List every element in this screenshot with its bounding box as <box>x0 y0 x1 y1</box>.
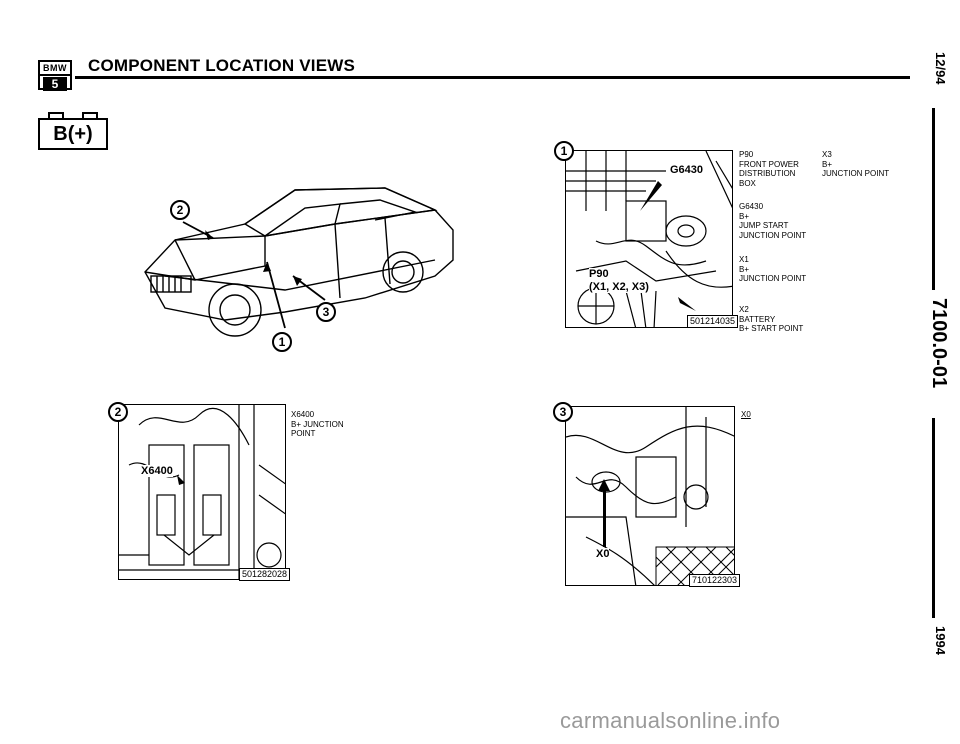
caption-line: B+ <box>739 264 750 274</box>
battery-icon: B(+) <box>38 112 108 150</box>
caption-line: BATTERY <box>739 314 776 324</box>
watermark: carmanualsonline.info <box>560 708 781 733</box>
label-p90: P90 <box>589 268 609 280</box>
caption-line: JUNCTION POINT <box>822 169 890 178</box>
caption-g6430: G6430 B+ JUMP START JUNCTION POINT <box>739 202 806 240</box>
caption-x2: X2 BATTERY B+ START POINT <box>739 305 803 334</box>
caption-x0: X0 <box>741 410 751 420</box>
side-rule-bottom <box>932 418 935 618</box>
side-rule-top <box>932 108 935 290</box>
caption-x3: X3 B+ JUNCTION POINT <box>822 150 889 179</box>
panel2-callout: 2 <box>108 402 128 422</box>
caption-p90: P90 FRONT POWER DISTRIBUTION BOX <box>739 150 799 188</box>
page-title: COMPONENT LOCATION VIEWS <box>88 56 356 75</box>
caption-line: B+ START POINT <box>739 324 804 333</box>
engine-bay-photo-3 <box>566 407 734 585</box>
side-code: 7100.0-01 <box>928 298 950 389</box>
caption-line: BOX <box>739 178 756 188</box>
caption-line: X2 <box>739 305 749 314</box>
car-callout-3: 3 <box>316 302 336 322</box>
caption-x1: X1 B+ JUNCTION POINT <box>739 255 806 284</box>
caption-line: X3 <box>822 150 832 159</box>
photo-id-2: 501282028 <box>239 568 291 581</box>
caption-line: B+ JUNCTION <box>291 419 344 429</box>
bmw-logo: BMW 5 <box>38 60 72 91</box>
side-date: 12/94 <box>933 52 948 85</box>
car-overview <box>135 180 465 360</box>
caption-line: G6430 <box>739 202 764 211</box>
caption-line: DISTRIBUTION <box>739 169 796 178</box>
caption-line: JUMP START <box>739 221 789 230</box>
photo-panel-3 <box>565 406 735 586</box>
caption-line: POINT <box>291 429 316 438</box>
caption-line: JUNCTION POINT <box>739 274 807 283</box>
photo-panel-1 <box>565 150 733 328</box>
logo-brand: BMW <box>40 62 70 76</box>
logo-series: 5 <box>43 77 67 91</box>
caption-line: X0 <box>741 410 751 419</box>
label-x6400: X6400 <box>141 465 173 477</box>
photo-id-3: 710122303 <box>689 574 741 587</box>
caption-line: FRONT POWER <box>739 159 799 169</box>
caption-line: JUNCTION POINT <box>739 230 807 240</box>
caption-line: B+ <box>739 211 750 221</box>
label-x1-x2-x3: (X1, X2, X3) <box>589 281 649 293</box>
caption-line: B+ <box>822 159 833 169</box>
car-callout-2: 2 <box>170 200 190 220</box>
panel1-callout: 1 <box>554 141 574 161</box>
caption-x6400: X6400 B+ JUNCTION POINT <box>291 410 344 439</box>
label-g6430: G6430 <box>670 164 704 176</box>
caption-line: P90 <box>739 150 754 159</box>
engine-bay-photo-2 <box>119 405 285 579</box>
title-rule <box>75 76 910 79</box>
engine-bay-photo-1 <box>566 151 732 327</box>
side-year: 1994 <box>933 626 948 655</box>
photo-panel-2 <box>118 404 286 580</box>
photo-id-1: 501214035 <box>687 315 739 328</box>
panel3-callout: 3 <box>553 402 573 422</box>
car-callout-1: 1 <box>272 332 292 352</box>
car-illustration <box>144 187 454 337</box>
caption-line: X1 <box>739 255 749 264</box>
caption-line: X6400 <box>291 410 315 419</box>
label-x0: X0 <box>596 548 610 560</box>
